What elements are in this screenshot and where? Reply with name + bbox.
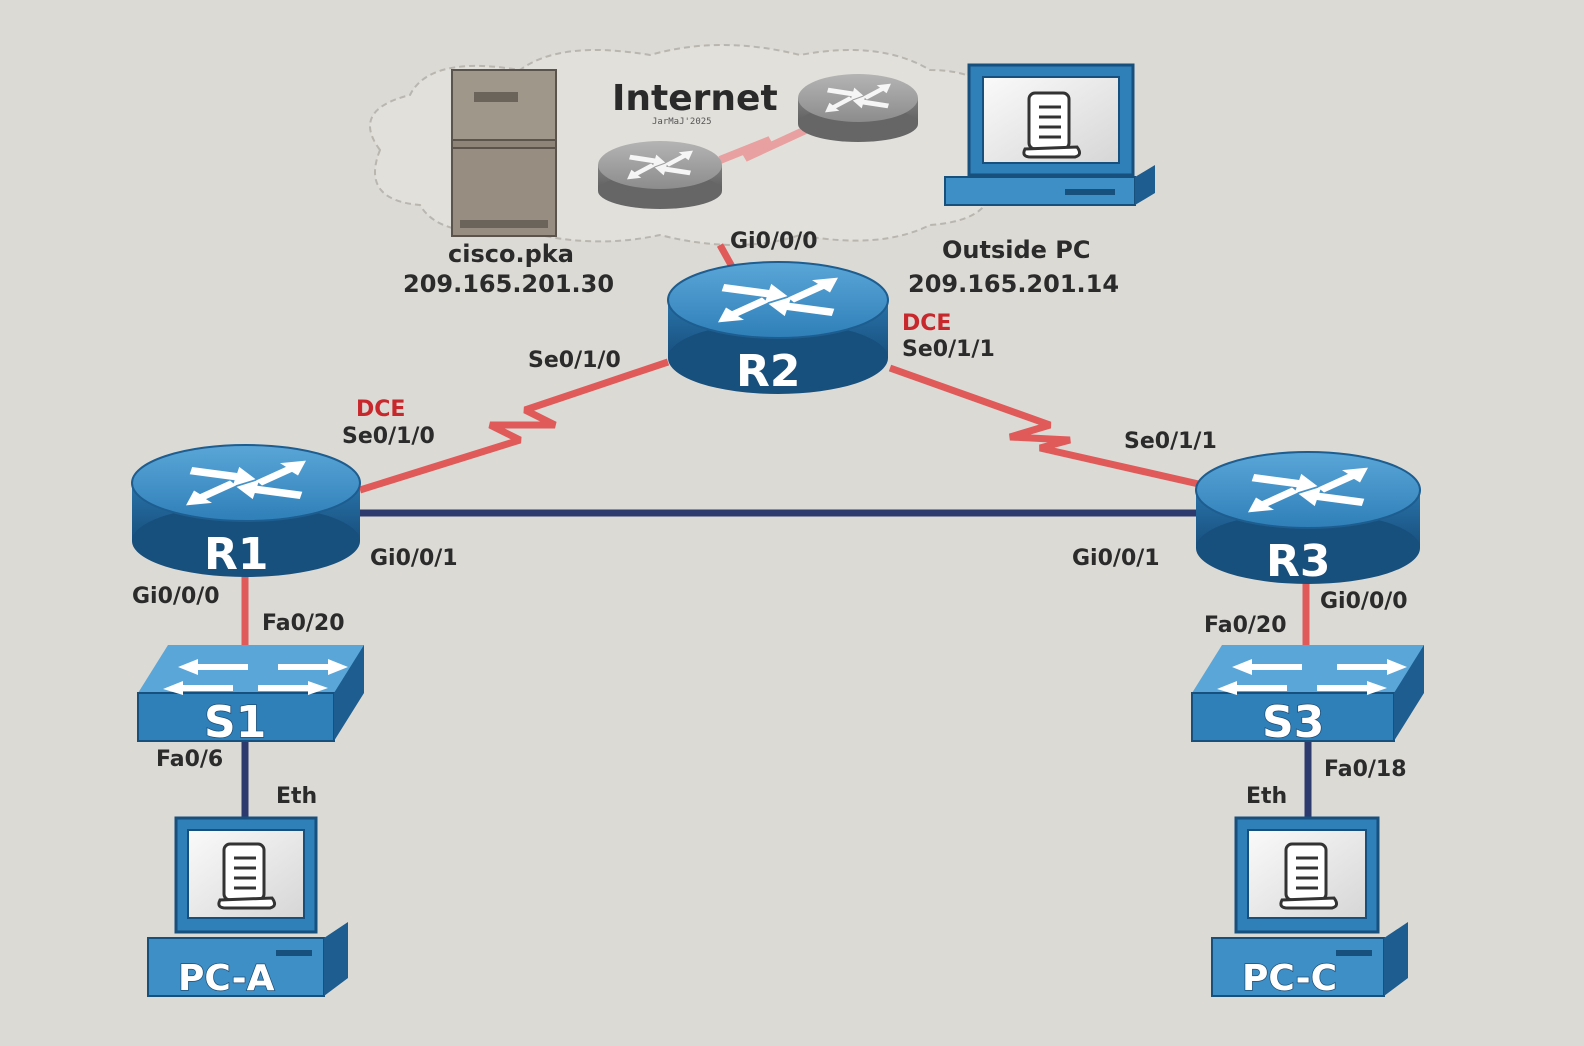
port-label-s3-fa018: Fa0/18 [1324,757,1407,782]
switch-icon [163,659,348,695]
internet-router-left [598,141,722,209]
watermark-text: JarMaJ'2025 [652,117,712,127]
dce-label-r1: DCE [356,397,405,422]
port-label-s1-fa020: Fa0/20 [262,611,345,636]
switch-s3-label: S3 [1262,697,1324,748]
pc-c-label: PC-C [1242,958,1337,999]
port-label-r1-gi000: Gi0/0/0 [132,584,220,609]
internet-label: Internet [612,78,778,119]
port-label-r1-gi001: Gi0/0/1 [370,546,458,571]
server-name-label: cisco.pka [448,240,574,268]
switch-s3[interactable]: S3 [1191,645,1424,749]
port-label-r3-se011: Se0/1/1 [1124,429,1217,454]
router-r3[interactable]: R3 [1195,451,1421,588]
router-r1[interactable]: R1 [131,444,361,581]
port-label-pcc-eth: Eth [1246,784,1287,809]
port-label-r2-se011: Se0/1/1 [902,337,995,362]
port-label-r3-gi001: Gi0/0/1 [1072,546,1160,571]
router-r3-label: R3 [1266,536,1331,587]
port-label-r2-internet: Gi0/0/0 [730,229,818,254]
switch-s1-label: S1 [204,697,266,748]
pc-c[interactable]: PC-C [1211,816,1408,1000]
port-label-s3-fa020: Fa0/20 [1204,613,1287,638]
switch-s1[interactable]: S1 [137,645,364,749]
outside-pc-icon[interactable] [944,63,1155,206]
dce-label-r2: DCE [902,311,951,336]
server-icon[interactable] [451,69,557,237]
link-r2-r3-serial [888,364,1204,489]
port-label-r2-se010: Se0/1/0 [528,348,621,373]
internet-serial-link [718,124,812,164]
router-r1-label: R1 [204,529,269,580]
internet-router-right [798,74,918,142]
router-r2[interactable]: R2 [667,261,889,398]
switch-icon [1217,659,1407,695]
pc-a-label: PC-A [178,958,275,999]
server-ip-label: 209.165.201.30 [403,270,614,298]
link-r1-r2-serial [358,358,670,494]
port-label-r3-gi000: Gi0/0/0 [1320,589,1408,614]
outside-pc-ip-label: 209.165.201.14 [908,270,1119,298]
pc-a[interactable]: PC-A [147,816,348,1000]
port-label-s1-fa06: Fa0/6 [156,747,223,772]
port-label-r1-se010: Se0/1/0 [342,424,435,449]
outside-pc-name-label: Outside PC [942,236,1091,264]
port-label-pca-eth: Eth [276,784,317,809]
router-r2-label: R2 [736,346,801,397]
